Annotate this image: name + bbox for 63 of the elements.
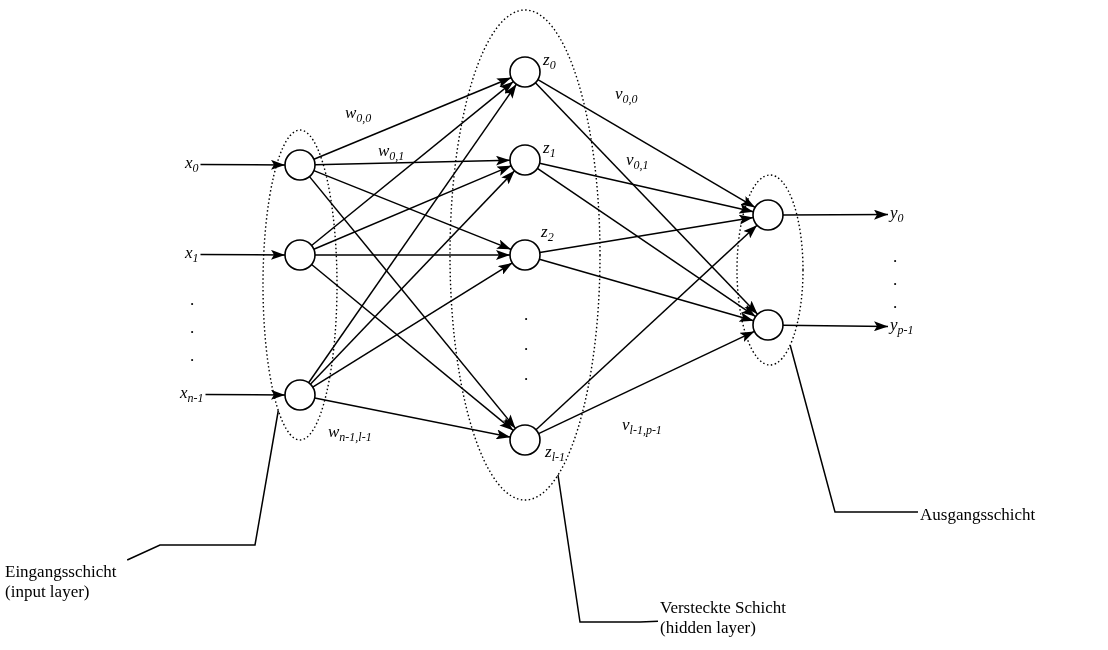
neuron-circle: [753, 310, 783, 340]
neuron-circle: [753, 200, 783, 230]
arrow: [537, 78, 756, 209]
arrow: [311, 262, 514, 388]
ellipsis-dot: .: [524, 365, 529, 385]
arrow: [310, 263, 515, 432]
leader-line: [126, 409, 280, 561]
arrow: [307, 83, 518, 384]
input-variable: x$_{0}$: [185, 153, 199, 177]
arrow: [538, 258, 755, 322]
arrow: [309, 170, 516, 385]
leader-line: [557, 474, 659, 623]
output-variable: y$_{p-1}$: [890, 315, 914, 339]
leader-line: [789, 344, 919, 513]
output-variable: y$_{0}$: [890, 203, 904, 227]
neuron-label: z$_{0}$: [543, 50, 556, 74]
weight-label: w$_{0,1}$: [378, 141, 405, 165]
neuron-circle: [285, 380, 315, 410]
arrow: [308, 175, 517, 430]
ellipsis-dot: .: [893, 270, 898, 290]
arrow: [314, 155, 511, 166]
arrow: [313, 76, 512, 161]
layer-ellipse: [263, 130, 337, 440]
neuron-label: z$_{l-1}$: [545, 442, 565, 466]
neuron-circle: [510, 425, 540, 455]
neuron-label: z$_{1}$: [543, 138, 556, 162]
arrow: [534, 82, 759, 315]
arrow: [535, 224, 758, 431]
arrow: [539, 214, 754, 254]
ellipsis-dot: .: [190, 318, 195, 338]
weight-label: w$_{n-1,l-1}$: [328, 422, 372, 446]
arrow: [782, 321, 889, 332]
neuron-circle: [285, 240, 315, 270]
ellipsis-dot: .: [190, 290, 195, 310]
ellipsis-dot: .: [893, 247, 898, 267]
neuron-circle: [510, 57, 540, 87]
layer-label: Ausgangsschicht: [920, 505, 1100, 525]
layer-ellipse: [450, 10, 600, 500]
arrow: [199, 249, 286, 260]
arrow: [199, 159, 286, 170]
neuron-circle: [285, 150, 315, 180]
weight-label: v$_{l-1,p-1}$: [622, 415, 662, 439]
arrow: [537, 330, 756, 435]
arrow: [310, 80, 515, 247]
input-variable: x$_{n-1}$: [180, 383, 204, 407]
weight-label: v$_{0,1}$: [626, 150, 649, 174]
arrow: [313, 397, 512, 440]
neuron-circle: [510, 240, 540, 270]
input-variable: x$_{1}$: [185, 243, 199, 267]
weight-label: v$_{0,0}$: [615, 84, 638, 108]
arrow: [536, 167, 757, 318]
arrow: [538, 162, 755, 214]
ellipsis-dot: .: [524, 335, 529, 355]
neuron-circle: [510, 145, 540, 175]
arrow: [204, 389, 286, 400]
layer-label: Eingangsschicht (input layer): [5, 562, 155, 602]
layer-ellipse: [737, 175, 803, 365]
ellipsis-dot: .: [524, 305, 529, 325]
ellipsis-dot: .: [190, 346, 195, 366]
ellipsis-dot: .: [893, 293, 898, 313]
layer-label: Versteckte Schicht (hidden layer): [660, 598, 810, 638]
neuron-label: z$_{2}$: [541, 222, 554, 246]
weight-label: w$_{0,0}$: [345, 103, 372, 127]
